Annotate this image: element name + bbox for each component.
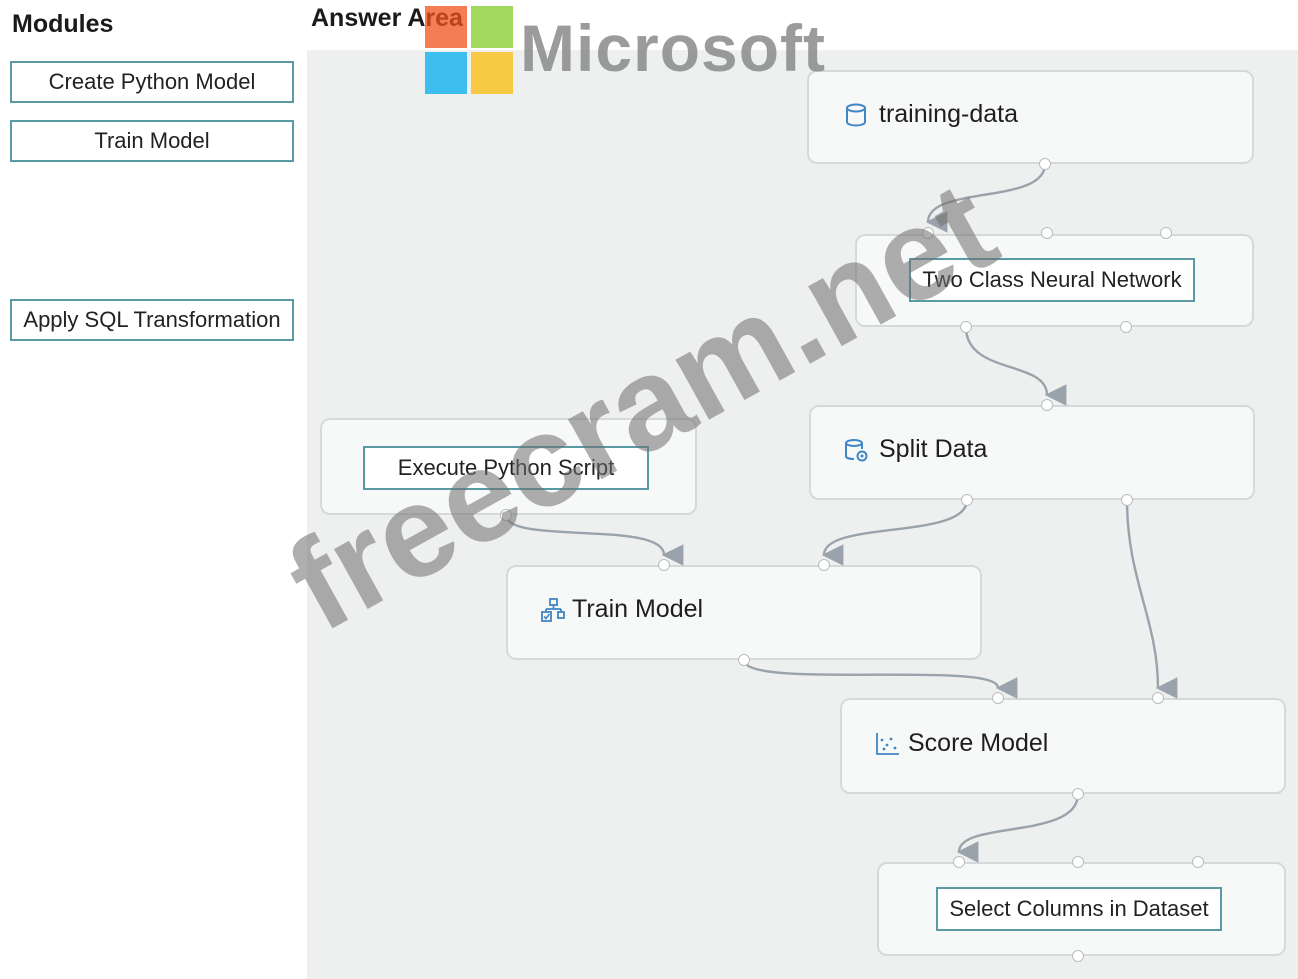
- port-score-in-1[interactable]: [992, 692, 1004, 704]
- port-split-out-2[interactable]: [1121, 494, 1133, 506]
- port-select-in-3[interactable]: [1192, 856, 1204, 868]
- node-neural-network[interactable]: Two Class Neural Network: [855, 234, 1254, 327]
- port-score-in-2[interactable]: [1152, 692, 1164, 704]
- port-network-out-2[interactable]: [1120, 321, 1132, 333]
- port-network-in-3[interactable]: [1160, 227, 1172, 239]
- drop-slot-neural-network[interactable]: Two Class Neural Network: [909, 258, 1195, 302]
- port-training-data-out[interactable]: [1039, 158, 1051, 170]
- logo-green-square: [471, 6, 513, 48]
- port-train-in-2[interactable]: [818, 559, 830, 571]
- node-train-model-label: Train Model: [572, 595, 704, 623]
- node-python-script[interactable]: Execute Python Script: [320, 418, 697, 515]
- port-network-in-2[interactable]: [1041, 227, 1053, 239]
- node-score-model[interactable]: Score Model: [840, 698, 1286, 794]
- module-apply-sql-transformation[interactable]: Apply SQL Transformation: [10, 299, 294, 341]
- logo-blue-square: [425, 52, 467, 94]
- logo-red-square: [425, 6, 467, 48]
- port-network-out-1[interactable]: [960, 321, 972, 333]
- microsoft-logo-watermark: [425, 6, 513, 94]
- node-training-data-label: training-data: [879, 100, 1018, 128]
- split-data-icon: [845, 438, 868, 461]
- node-select-columns[interactable]: Select Columns in Dataset: [877, 862, 1286, 956]
- logo-yellow-square: [471, 52, 513, 94]
- database-icon: [846, 103, 866, 127]
- score-model-icon: [876, 732, 899, 755]
- port-train-in-1[interactable]: [658, 559, 670, 571]
- train-model-icon: [541, 597, 565, 622]
- port-split-out-1[interactable]: [961, 494, 973, 506]
- node-score-model-label: Score Model: [908, 729, 1049, 757]
- node-train-model[interactable]: Train Model: [506, 565, 982, 660]
- port-select-out[interactable]: [1072, 950, 1084, 962]
- port-train-out[interactable]: [738, 654, 750, 666]
- port-network-in-1[interactable]: [922, 227, 934, 239]
- port-python-out[interactable]: [500, 509, 512, 521]
- drop-slot-select-columns[interactable]: Select Columns in Dataset: [936, 887, 1222, 931]
- port-score-out[interactable]: [1072, 788, 1084, 800]
- node-training-data[interactable]: training-data: [807, 70, 1254, 164]
- microsoft-watermark-text: Microsoft: [520, 11, 826, 85]
- node-split-data-label: Split Data: [879, 435, 988, 463]
- node-split-data[interactable]: Split Data: [809, 405, 1255, 500]
- port-select-in-2[interactable]: [1072, 856, 1084, 868]
- port-split-in[interactable]: [1041, 399, 1053, 411]
- port-select-in-1[interactable]: [953, 856, 965, 868]
- module-create-python-model[interactable]: Create Python Model: [10, 61, 294, 103]
- modules-title: Modules: [12, 10, 114, 38]
- module-train-model[interactable]: Train Model: [10, 120, 294, 162]
- drop-slot-python-script[interactable]: Execute Python Script: [363, 446, 649, 490]
